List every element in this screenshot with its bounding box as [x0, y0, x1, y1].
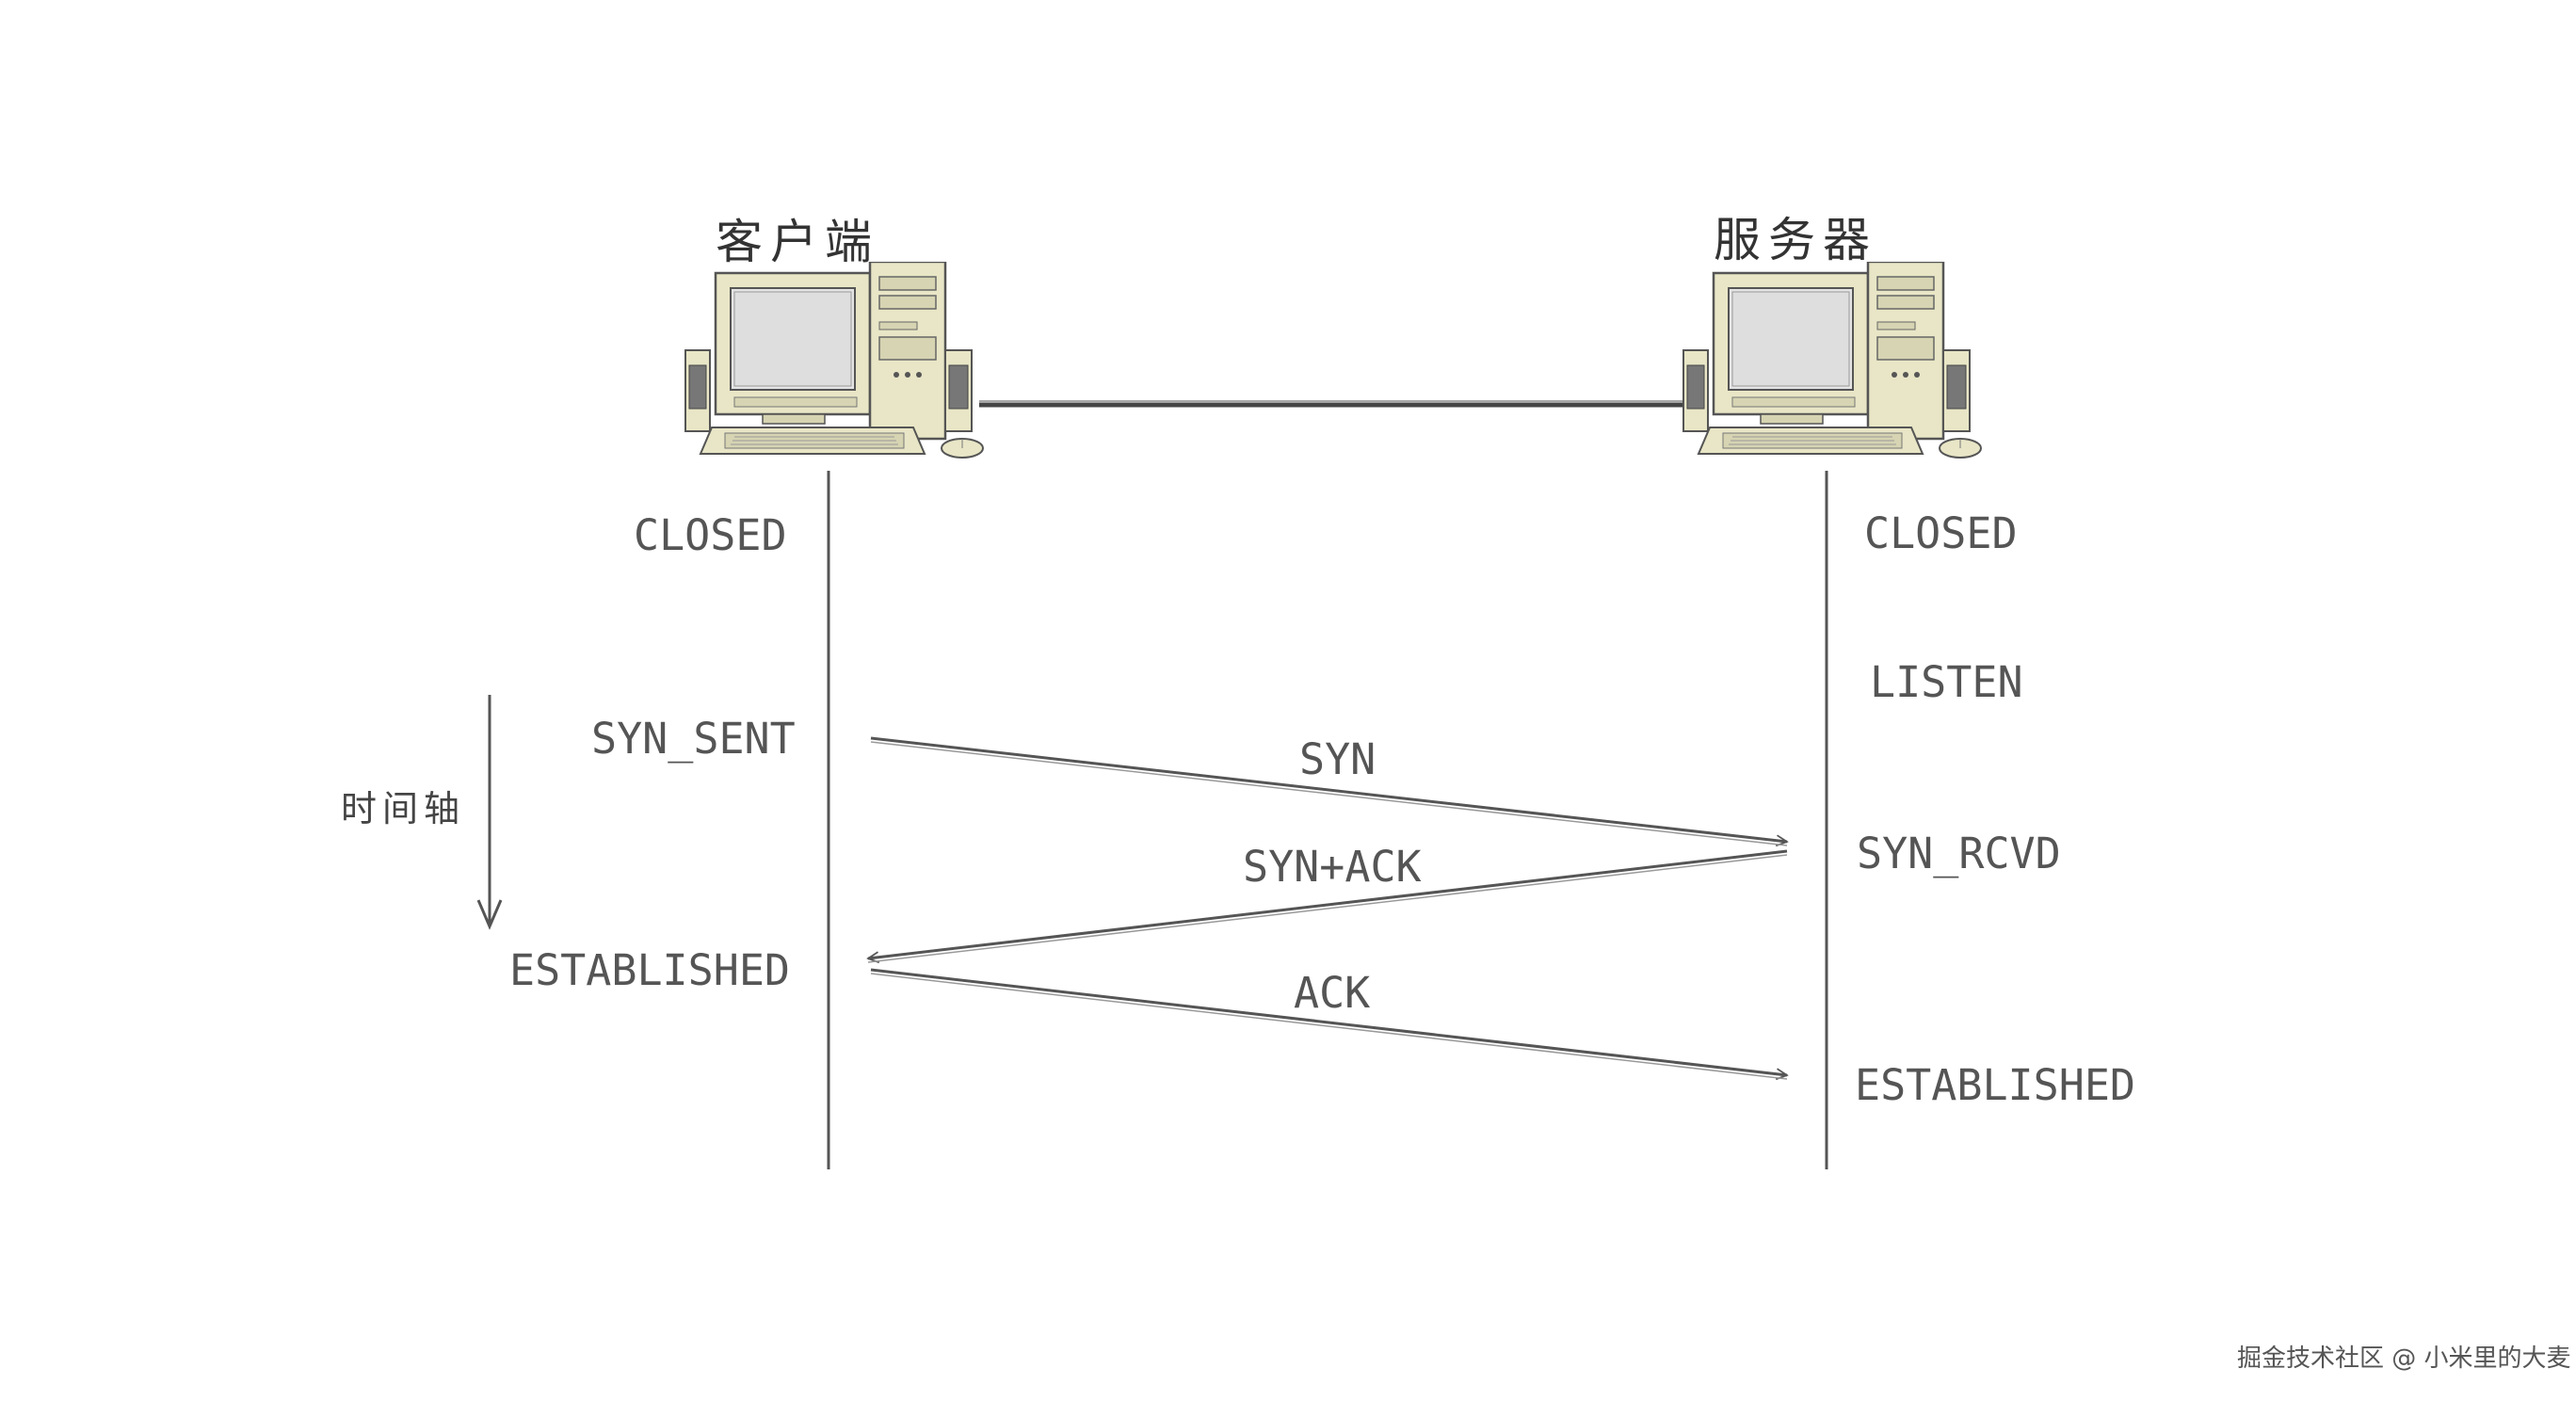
ack-arrow-shadow: [870, 973, 1788, 1080]
server-state-syn-rcvd: SYN_RCVD: [1857, 829, 2061, 878]
syn-ack-arrow-shadow: [867, 854, 1788, 963]
client-state-established: ESTABLISHED: [509, 945, 791, 995]
server-computer-icon: [1682, 262, 1982, 459]
client-label: 客户端: [716, 215, 879, 269]
server-state-listen: LISTEN: [1870, 657, 2023, 707]
message-syn-label: SYN: [1299, 734, 1377, 784]
server-state-closed: CLOSED: [1864, 508, 2018, 558]
syn-arrow: [870, 736, 1787, 842]
server-label: 服务器: [1714, 213, 1877, 267]
syn-ack-arrow: [868, 849, 1788, 958]
message-syn-ack-label: SYN+ACK: [1243, 842, 1422, 892]
time-axis-arrowhead: [476, 899, 503, 930]
syn-arrow-shadow: [870, 741, 1788, 846]
client-state-syn-sent: SYN_SENT: [591, 714, 796, 764]
time-axis-label: 时间轴: [341, 788, 466, 829]
server-state-established: ESTABLISHED: [1855, 1060, 2136, 1110]
ack-arrow: [870, 968, 1787, 1075]
client-state-closed: CLOSED: [634, 510, 787, 560]
watermark: 掘金技术社区 @ 小米里的大麦: [2237, 1345, 2571, 1373]
client-computer-icon: [684, 262, 984, 459]
message-ack-label: ACK: [1294, 968, 1371, 1018]
